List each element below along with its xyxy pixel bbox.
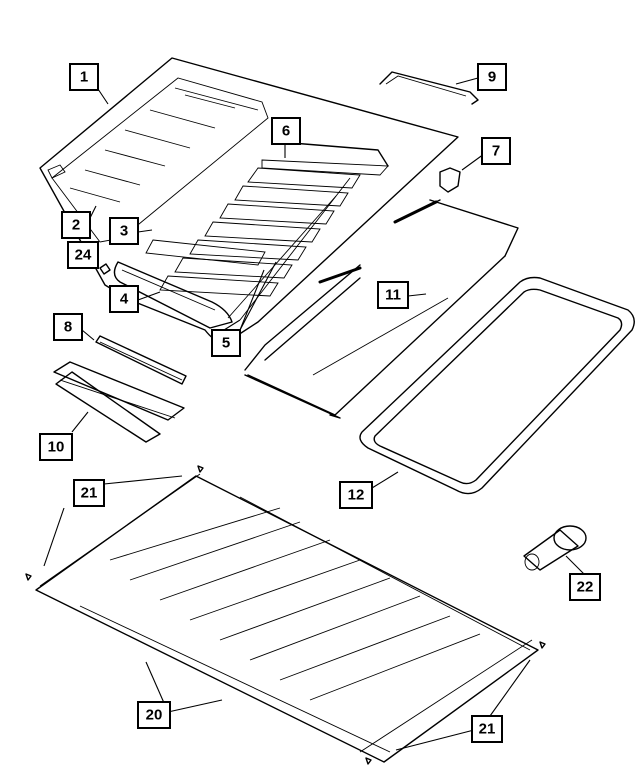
window-frame — [359, 276, 635, 495]
callout-3: 3 — [109, 217, 139, 245]
callout-21-bottom: 21 — [471, 715, 503, 743]
rear-bar — [379, 71, 479, 105]
callout-8: 8 — [53, 313, 83, 341]
svg-text:12: 12 — [348, 487, 365, 504]
svg-text:5: 5 — [222, 335, 230, 352]
callout-7: 7 — [481, 137, 511, 165]
callout-4: 4 — [109, 285, 139, 313]
callout-20: 20 — [137, 701, 171, 729]
push-pins — [25, 465, 546, 765]
svg-text:4: 4 — [120, 291, 129, 308]
callout-21-top: 21 — [73, 479, 105, 507]
svg-text:1: 1 — [80, 69, 88, 86]
svg-text:21: 21 — [81, 485, 98, 502]
svg-text:3: 3 — [120, 223, 128, 240]
callout-24: 24 — [67, 241, 99, 269]
svg-text:8: 8 — [64, 319, 72, 336]
rail — [95, 335, 187, 385]
front-header-bar — [113, 261, 233, 329]
svg-text:7: 7 — [492, 143, 500, 160]
leader-lines — [43, 77, 585, 751]
callout-2: 2 — [61, 211, 91, 239]
bracket — [439, 167, 461, 193]
fastener — [523, 525, 587, 571]
clip-part — [99, 263, 111, 275]
headliner-panel — [35, 473, 539, 763]
callout-22: 22 — [569, 573, 601, 601]
rail-assembly — [53, 361, 185, 443]
svg-text:24: 24 — [75, 247, 92, 264]
callout-10: 10 — [39, 433, 73, 461]
callout-12: 12 — [339, 481, 373, 509]
callout-1: 1 — [69, 63, 99, 91]
svg-text:20: 20 — [146, 707, 163, 724]
seal-glass — [244, 199, 519, 419]
svg-text:2: 2 — [72, 217, 80, 234]
svg-text:9: 9 — [488, 69, 496, 86]
louvre-strips — [145, 141, 389, 321]
callout-6: 6 — [271, 117, 301, 145]
svg-text:22: 22 — [577, 579, 594, 596]
svg-text:6: 6 — [282, 123, 290, 140]
svg-text:10: 10 — [48, 439, 65, 456]
svg-text:11: 11 — [385, 287, 401, 304]
callout-9: 9 — [477, 63, 507, 91]
callout-11: 11 — [377, 281, 409, 309]
svg-text:21: 21 — [479, 721, 496, 738]
callout-5: 5 — [211, 329, 241, 357]
